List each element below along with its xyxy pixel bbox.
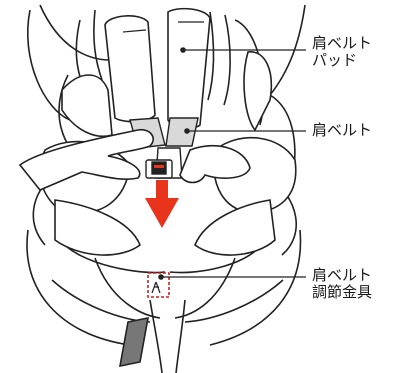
shoulder-pads (105, 9, 210, 128)
label-adjuster-line2: 調節金具 (312, 284, 372, 301)
label-shoulder-belt-line1: 肩ベルト (312, 122, 372, 139)
label-shoulder-belt: 肩ベルト (312, 122, 372, 139)
shoulder-belt-right (166, 118, 198, 146)
label-adjuster-line1: 肩ベルト (312, 267, 372, 284)
label-shoulder-pad-line2: パッド (312, 52, 372, 69)
buckle (146, 160, 172, 178)
shoulder-pad-right (168, 9, 210, 128)
label-shoulder-pad-line1: 肩ベルト (312, 35, 372, 52)
crotch-strap (120, 300, 185, 373)
label-shoulder-pad: 肩ベルト パッド (312, 35, 372, 69)
label-adjuster: 肩ベルト 調節金具 (312, 267, 372, 301)
down-arrow (145, 180, 179, 228)
